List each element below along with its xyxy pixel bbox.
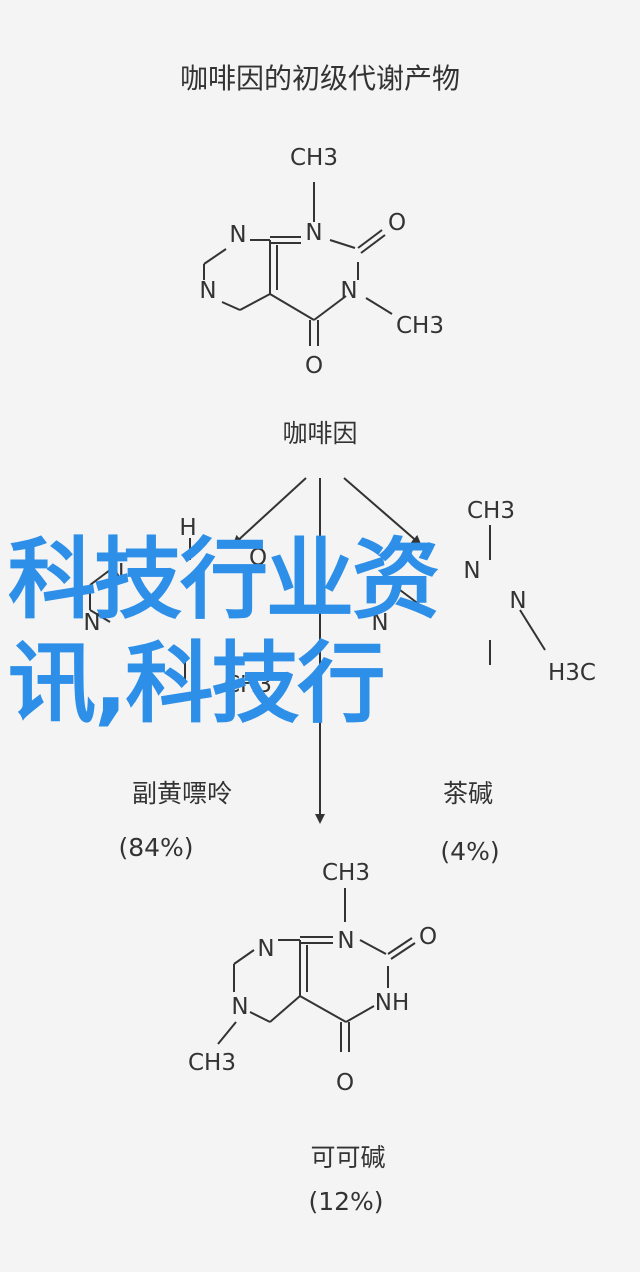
bond [203,248,227,265]
paraxanthine-o1: O [249,545,267,571]
bond [313,295,347,321]
theophylline-structure [399,525,546,665]
arrow-to-paraxanthine [232,477,307,546]
theobromine-name: 可可碱 [310,1143,385,1172]
bond [89,569,111,586]
arrow-to-theophylline [343,477,422,546]
theobromine-n-top-right: N [337,928,354,954]
bond [359,939,387,955]
caffeine-n-bottom: N [340,278,357,304]
paraxanthine-ch3: CH3 [224,672,272,698]
theophylline-n1: N [463,558,480,584]
theophylline-n2: N [371,610,388,636]
bond [269,995,301,1023]
theobromine-structure [217,888,416,1052]
bond [390,942,416,960]
bond [360,234,386,254]
bond [239,293,271,311]
paraxanthine-structure [89,538,194,680]
caffeine-n-left-top: N [229,222,246,248]
theobromine-methyl-bottom: CH3 [188,1050,236,1076]
diagram-title: 咖啡因的初级代谢产物 [180,62,460,95]
bond [345,1005,375,1023]
bond [221,301,241,311]
theobromine-top-methyl: CH3 [322,860,370,886]
paraxanthine-n2: N [83,610,100,636]
paraxanthine-percent: (84%) [118,833,193,862]
caffeine-structure [203,182,393,346]
bond [387,937,413,955]
paraxanthine-h: H [179,515,196,541]
caffeine-o-right: O [388,210,406,236]
caffeine-name: 咖啡因 [282,419,357,448]
theophylline-name: 茶碱 [443,779,493,808]
caffeine-top-methyl: CH3 [290,145,338,171]
theobromine-o-right: O [419,924,437,950]
theophylline-n3: N [509,588,526,614]
theophylline-percent: (4%) [440,837,499,866]
caffeine-n-top-right: N [305,220,322,246]
bond [269,293,315,321]
bond [299,995,347,1023]
bond [233,949,255,965]
bond [217,1021,237,1045]
theobromine-o-bottom: O [336,1070,354,1096]
bond [357,229,383,249]
theobromine-n-left-bottom: N [231,994,248,1020]
bond [329,239,356,249]
overlay-text-line2: 讯,科技行 [8,632,385,735]
overlay-text-line1: 科技行业资 [8,528,440,631]
theophylline-ch3-top: CH3 [467,498,515,524]
theobromine-n-left-top: N [257,936,274,962]
paraxanthine-n1: N [107,560,124,586]
caffeine-o-bottom: O [305,353,323,379]
caffeine-methyl-right: CH3 [396,313,444,339]
bond [399,589,421,606]
theobromine-percent: (12%) [308,1187,383,1216]
caffeine-n-left-bottom: N [199,278,216,304]
metabolism-arrows [232,477,422,824]
bond [519,609,546,651]
paraxanthine-name: 副黄嘌呤 [132,779,232,808]
bond [365,297,393,315]
bond [249,1011,271,1023]
theobromine-nh: NH [375,990,410,1016]
theophylline-h3c: H3C [548,660,596,686]
bond [89,609,111,623]
